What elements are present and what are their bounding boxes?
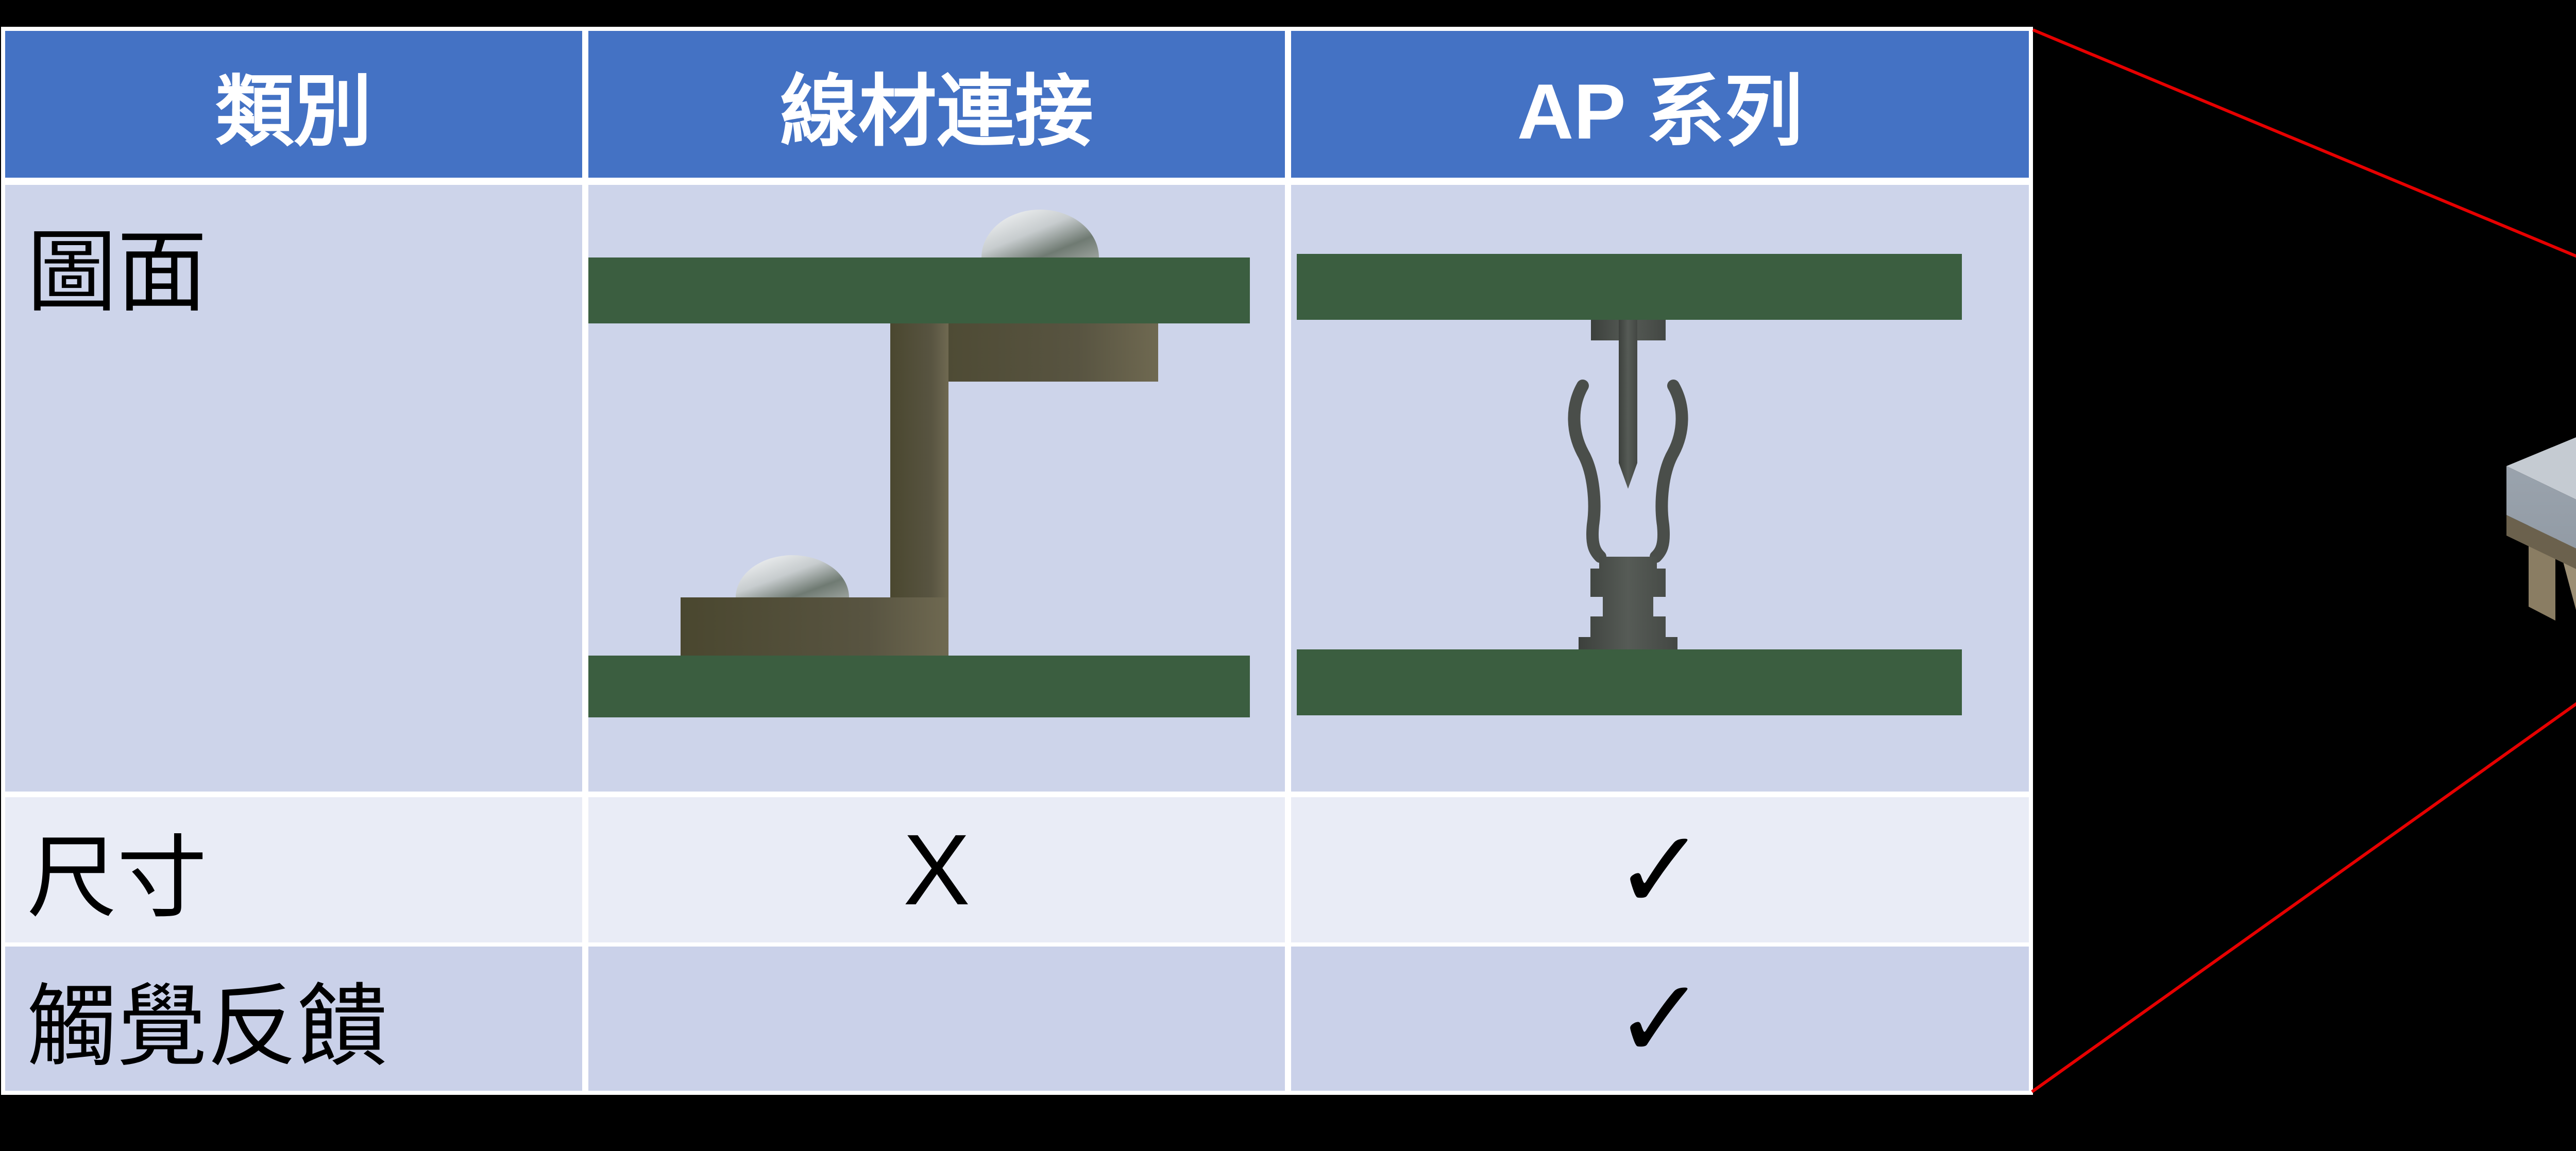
pcb-bottom	[1297, 649, 1962, 715]
cell-tactile-ap-series: ✓	[1291, 947, 2029, 1091]
row-label-drawing-text: 圖面	[27, 222, 207, 323]
bracket-foot	[681, 597, 948, 656]
clip-spring-arm-right	[1650, 380, 1688, 563]
base-left-face	[2555, 533, 2576, 610]
header-cell-category: 類別	[5, 31, 582, 178]
cell-drawing-wire-connection	[588, 185, 1285, 792]
product-render	[2506, 437, 2576, 621]
cell-drawing-ap-series	[1291, 185, 2029, 792]
solder-dome-bottom	[736, 555, 849, 597]
cell-size-ap-series: ✓	[1291, 797, 2029, 942]
header-cell-ap-series: AP 系列	[1291, 31, 2029, 178]
row-label-size: 尺寸	[5, 797, 582, 942]
base-top-shadow-left	[2506, 515, 2576, 569]
row-label-drawing: 圖面	[5, 185, 582, 792]
row-label-tactile-feedback: 觸覺反饋	[5, 947, 582, 1091]
header-label-ap-series: AP 系列	[1517, 67, 1803, 156]
cell-size-wire-connection: X	[588, 797, 1285, 942]
ap-series-clip-diagram	[1297, 254, 1962, 715]
check-mark: ✓	[1613, 956, 1707, 1081]
pcb-top	[1297, 254, 1962, 320]
flange-top-face	[2506, 437, 2576, 500]
clip-center-pin	[1619, 320, 1637, 489]
wire-connection-diagram	[588, 210, 1250, 717]
pcb-top	[588, 257, 1250, 323]
pcb-bottom	[588, 656, 1250, 717]
header-label-category: 類別	[215, 67, 372, 156]
clip-spring-arm-left	[1568, 380, 1606, 563]
header-label-wire-connection: 線材連接	[780, 67, 1093, 156]
flange-front-left	[2506, 466, 2576, 548]
row-label-size-text: 尺寸	[27, 828, 207, 929]
cell-tactile-wire-connection	[588, 947, 1285, 1091]
header-cell-wire-connection: 線材連接	[588, 31, 1285, 178]
clip-base-block	[1579, 557, 1677, 649]
check-mark: ✓	[1613, 808, 1707, 932]
solder-dome-top	[981, 210, 1099, 257]
row-label-tactile-feedback-text: 觸覺反饋	[27, 976, 387, 1077]
x-mark: X	[903, 813, 971, 926]
